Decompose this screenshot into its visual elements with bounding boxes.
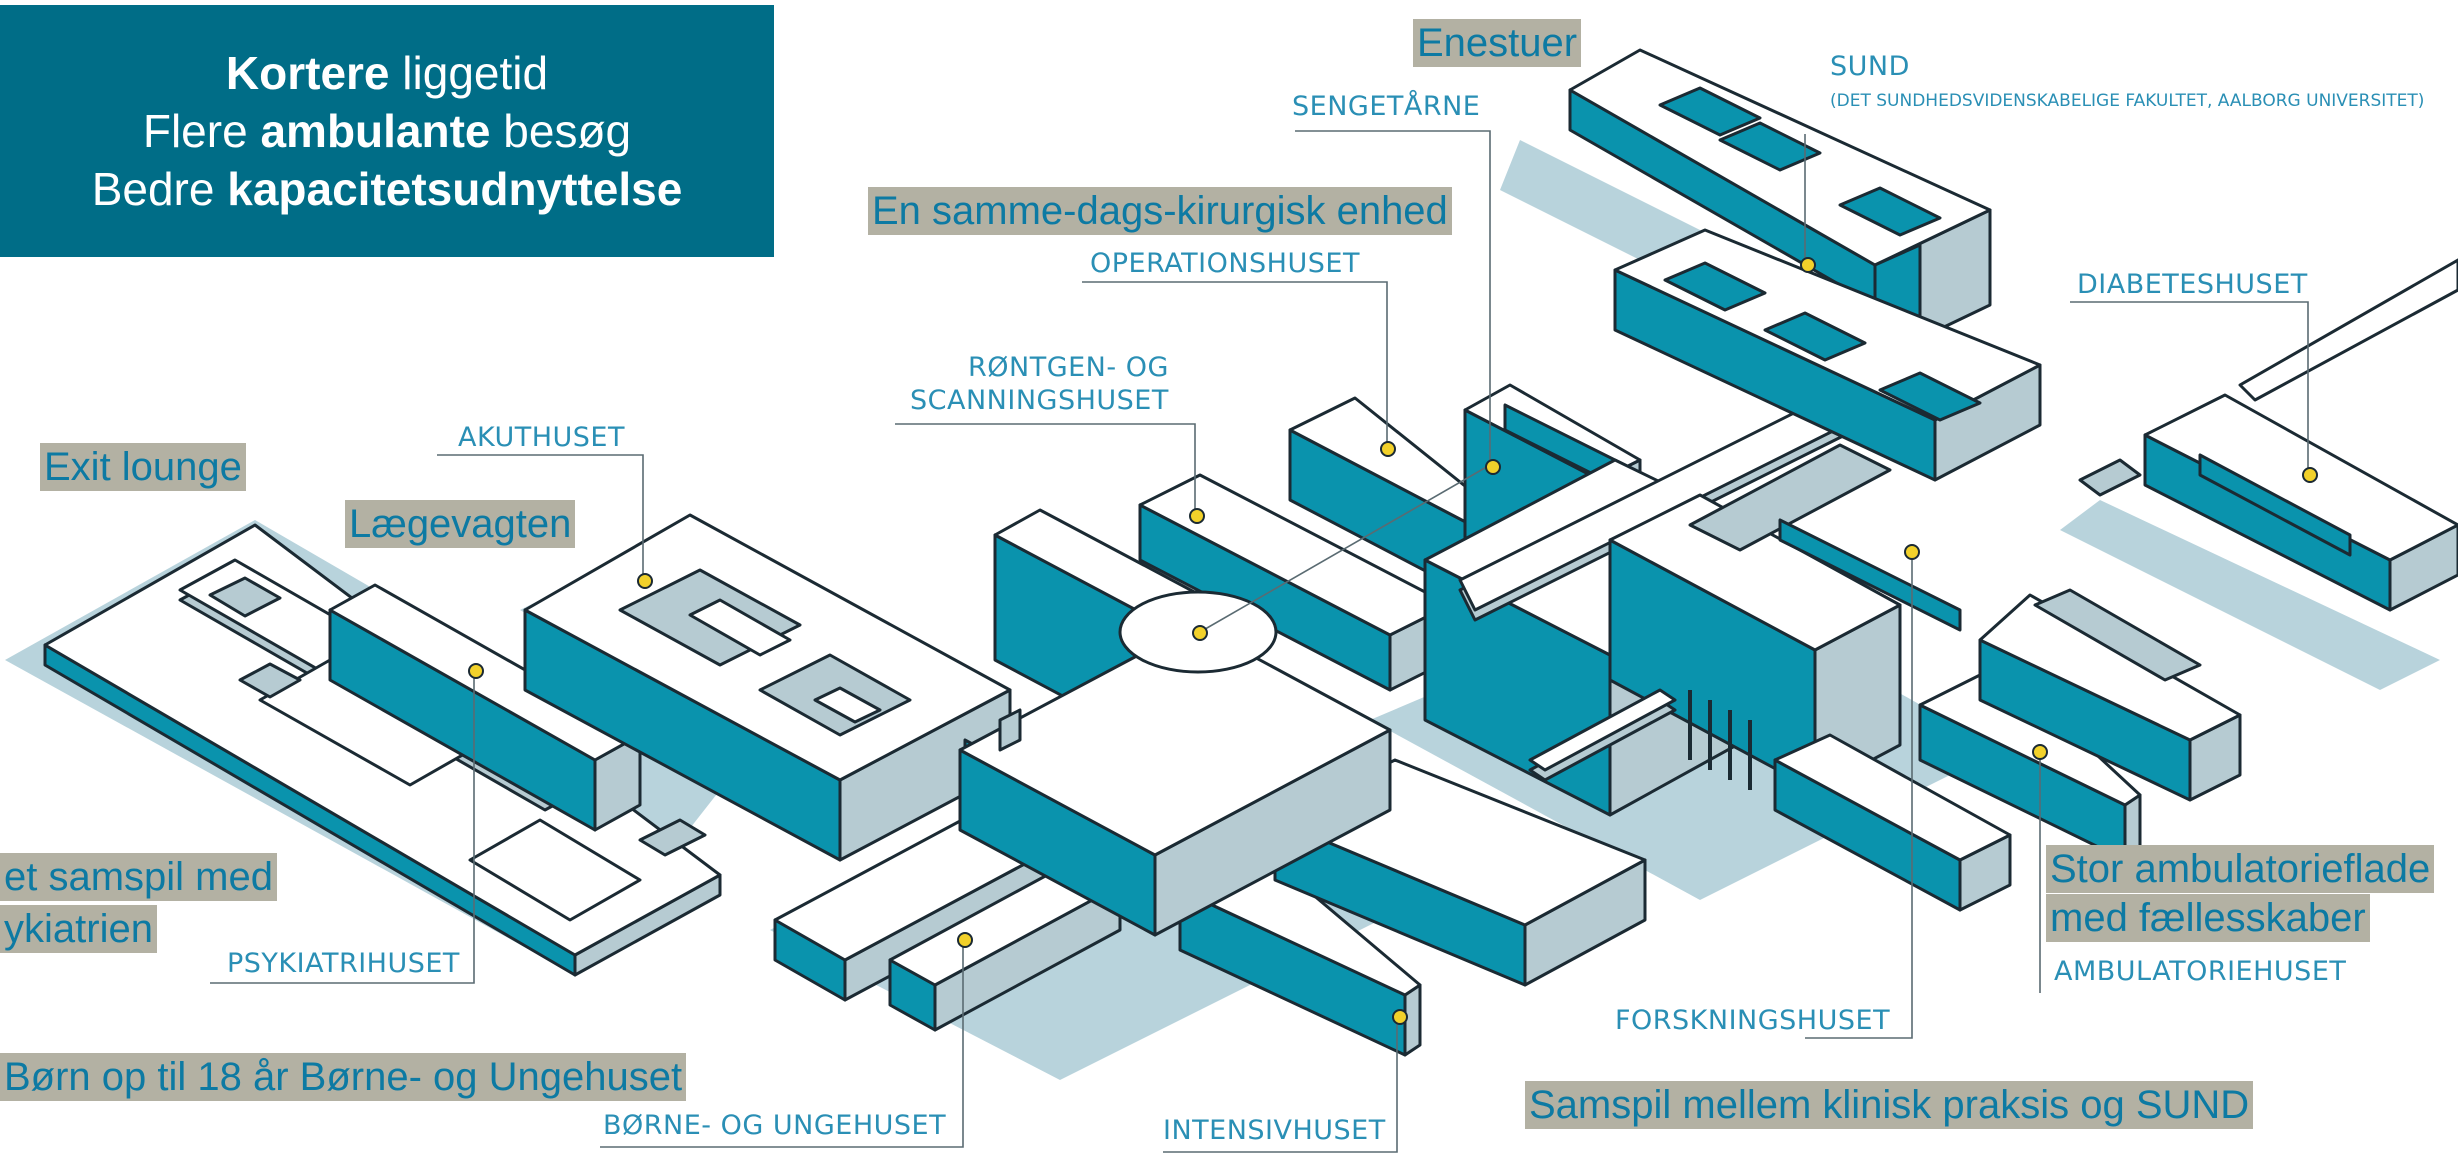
building-forskningshuset bbox=[1528, 443, 1962, 792]
pin-operationshuset bbox=[1380, 441, 1396, 457]
label-intensivhuset: INTENSIVHUSET bbox=[1163, 1115, 1386, 1146]
pin-boerne-ungehuset bbox=[957, 932, 973, 948]
label-boerne-ungehuset: BØRNE- OG UNGEHUSET bbox=[603, 1110, 947, 1141]
callout-enestuer: Enestuer bbox=[1413, 19, 1582, 67]
pin-sund bbox=[1800, 257, 1816, 273]
pin-ambulatoriehuset bbox=[2032, 744, 2048, 760]
label-diabeteshuset: DIABETESHUSET bbox=[2077, 269, 2308, 300]
building-sund bbox=[1568, 48, 2042, 482]
pin-akuthuset bbox=[637, 573, 653, 589]
callout-samme-dags-kirurgisk: En samme-dags-kirurgisk enhed bbox=[868, 187, 1452, 235]
building-diabeteshuset bbox=[2078, 258, 2458, 612]
headline-line-3: Bedre kapacitetsudnyttelse bbox=[91, 163, 683, 215]
pin-forskningshuset bbox=[1904, 544, 1920, 560]
leader-lines bbox=[210, 130, 2309, 1153]
label-sund-subtitle: (DET SUNDHEDSVIDENSKABELIGE FAKULTET, AA… bbox=[1830, 91, 2425, 111]
label-ambulatoriehuset: AMBULATORIEHUSET bbox=[2054, 956, 2347, 987]
label-sund: SUND bbox=[1830, 51, 1910, 82]
callout-ambulatorie-line-1: Stor ambulatorieflade bbox=[2046, 845, 2435, 893]
pin-diabeteshuset bbox=[2302, 467, 2318, 483]
callout-exit-lounge: Exit lounge bbox=[40, 443, 246, 491]
label-forskningshuset: FORSKNINGSHUSET bbox=[1615, 1005, 1891, 1036]
label-akuthuset: AKUTHUSET bbox=[458, 422, 625, 453]
callout-boern: Børn op til 18 år Børne- og Ungehuset bbox=[0, 1053, 687, 1101]
pin-intensivhuset bbox=[1392, 1009, 1408, 1025]
label-psykiatrihuset: PSYKIATRIHUSET bbox=[227, 948, 460, 979]
callout-psykiatri-line-1: et samspil med bbox=[0, 853, 277, 901]
building-ambulatoriehuset bbox=[1773, 588, 2242, 912]
headline-line-2: Flere ambulante besøg bbox=[142, 105, 632, 157]
pin-sengetaarne bbox=[1485, 459, 1501, 475]
callout-ambulatorie-line-2: med fællesskaber bbox=[2046, 894, 2370, 942]
label-roentgen-line-1: RØNTGEN- OG bbox=[968, 352, 1169, 383]
location-pins bbox=[468, 257, 2318, 1025]
pin-roentgen bbox=[1189, 508, 1205, 524]
label-sengetaarne: SENGETÅRNE bbox=[1292, 91, 1481, 122]
label-operationshuset: OPERATIONSHUSET bbox=[1090, 248, 1360, 279]
building-psykiatrihuset bbox=[43, 523, 722, 977]
callout-samspil-sund: Samspil mellem klinisk praksis og SUND bbox=[1525, 1081, 2254, 1129]
pin-central bbox=[1192, 625, 1208, 641]
headline-line-1: Kortere liggetid bbox=[225, 47, 549, 99]
callout-laegevagten: Lægevagten bbox=[345, 500, 576, 548]
label-roentgen-line-2: SCANNINGSHUSET bbox=[910, 385, 1169, 416]
pin-psykiatrihuset bbox=[468, 663, 484, 679]
callout-psykiatri-line-2: ykiatrien bbox=[0, 905, 157, 953]
headline-box: Kortere liggetid Flere ambulante besøg B… bbox=[0, 5, 774, 257]
